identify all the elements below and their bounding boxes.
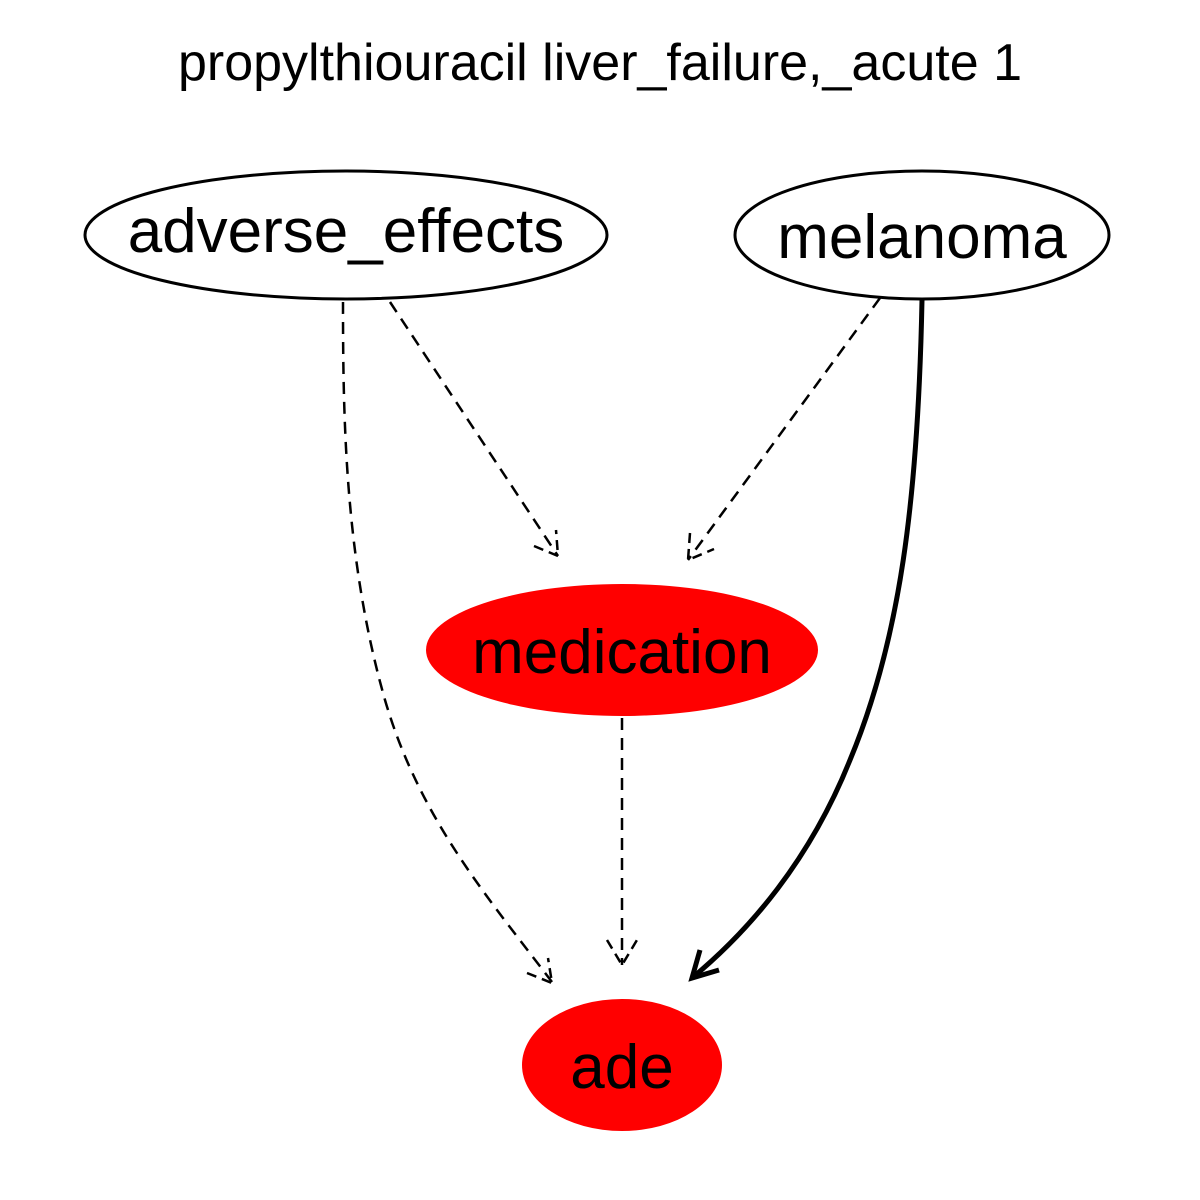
node-label: adverse_effects xyxy=(128,197,565,266)
node-melanoma: melanoma xyxy=(733,169,1111,301)
node-label: medication xyxy=(472,618,772,687)
node-ade: ade xyxy=(522,999,722,1131)
edge-melanoma-to-medication xyxy=(686,297,882,562)
edge-medication-to-ade xyxy=(605,718,639,968)
edge-adverse-effects-to-ade xyxy=(341,301,554,985)
node-label: ade xyxy=(570,1033,673,1102)
edge-adverse-effects-to-medication xyxy=(388,301,560,558)
node-adverse-effects: adverse_effects xyxy=(83,169,609,301)
node-label: melanoma xyxy=(777,203,1067,272)
edge-melanoma-to-ade xyxy=(688,299,925,982)
diagram-title: propylthiouracil liver_failure,_acute 1 xyxy=(178,34,1022,92)
node-medication: medication xyxy=(426,584,818,716)
